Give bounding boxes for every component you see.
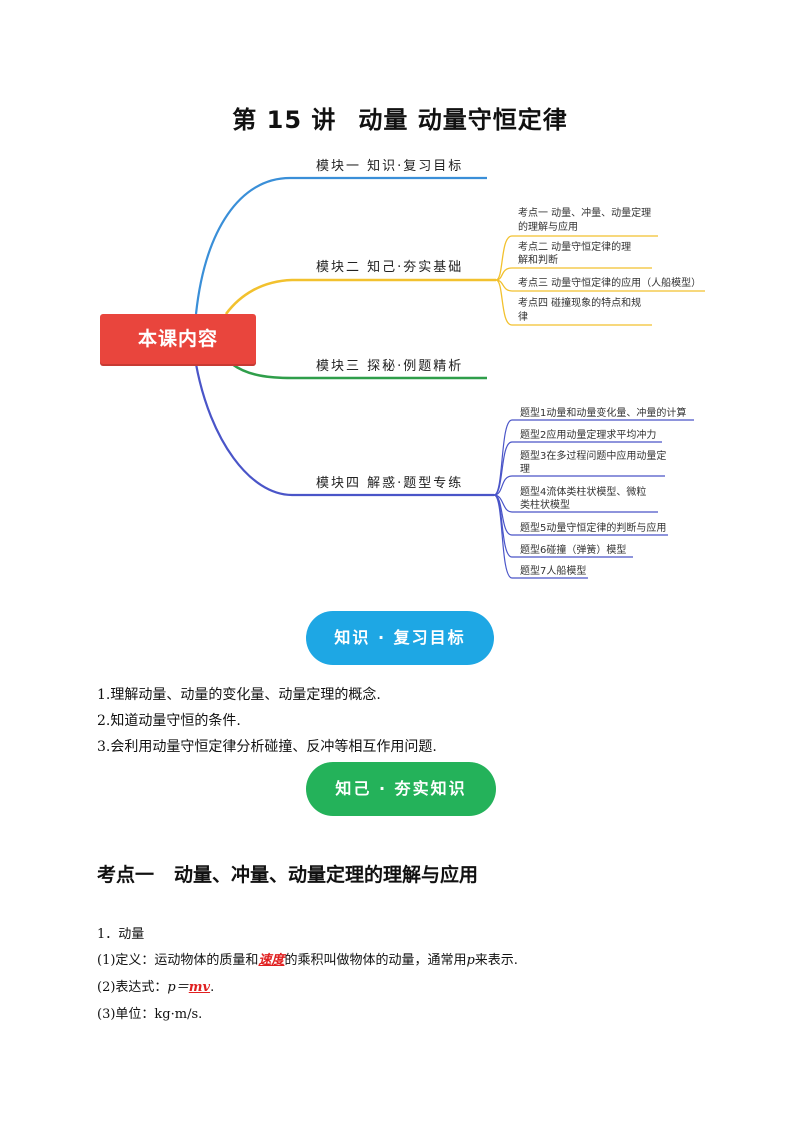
title-lecture: 第 15 讲: [232, 106, 337, 134]
branch-line-4: [194, 363, 494, 497]
branch4-subtree: 题型1动量和动量变化量、冲量的计算 题型2应用动量定理求平均冲力 题型3在多过程…: [493, 406, 694, 579]
objective-item-2: 2.知道动量守恒的条件.: [97, 713, 241, 729]
branch4-item-3-line2: 理: [520, 463, 530, 475]
definition-prefix: (1)定义：运动物体的质量和: [97, 953, 259, 968]
title-topic: 动量 动量守恒定律: [358, 106, 568, 134]
branch-label-2: 模块二 知己·夯实基础: [316, 259, 463, 275]
branch2-item-1-line2: 的理解与应用: [518, 220, 578, 233]
branch-label-4: 模块四 解惑·题型专练: [316, 475, 463, 491]
branch2-item-4-line1: 考点四 碰撞现象的特点和规: [518, 296, 641, 309]
definition-suffix-a: 的乘积叫做物体的动量，通常用: [284, 953, 467, 968]
expression-lhs: p＝: [167, 980, 189, 995]
expression-rhs: mv: [188, 980, 211, 995]
mindmap-root: 本课内容: [100, 314, 256, 364]
branch-line-2: [224, 278, 496, 315]
branch-label-3: 模块三 探秘·例题精析: [316, 359, 463, 374]
branch2-item-1-line1: 考点一 动量、冲量、动量定理: [518, 206, 651, 219]
branch2-subtree: 考点一 动量、冲量、动量定理 的理解与应用 考点二 动量守恒定律的理 解和判断 …: [495, 206, 705, 326]
expression-end: .: [210, 980, 215, 995]
definition-highlight: 速度: [258, 953, 285, 968]
item-title: 1．动量: [97, 927, 145, 942]
branch4-item-2: 题型2应用动量定理求平均冲力: [520, 428, 656, 441]
branch-line-1: [194, 176, 487, 315]
page-title: 第 15 讲动量 动量守恒定律: [0, 100, 800, 135]
branch2-item-3: 考点三 动量守恒定律的应用（人船模型）: [518, 276, 701, 289]
branch-label-1: 模块一 知识·复习目标: [316, 158, 463, 174]
branch4-item-7: 题型7人船模型: [520, 564, 586, 577]
branch4-item-1: 题型1动量和动量变化量、冲量的计算: [520, 406, 686, 419]
expression-prefix: (2)表达式：: [97, 980, 168, 995]
branch2-item-4-line2: 律: [518, 310, 528, 323]
mind-map: 模块一 知识·复习目标 模块二 知己·夯实基础 模块三 探秘·例题精析 模块四 …: [194, 158, 705, 579]
section-heading-number: 考点一: [97, 864, 155, 886]
branch4-item-6: 题型6碰撞（弹簧）模型: [520, 543, 626, 556]
section-heading: 考点一动量、冲量、动量定理的理解与应用: [97, 860, 478, 887]
objective-item-1: 1.理解动量、动量的变化量、动量定理的概念.: [97, 687, 381, 703]
branch2-item-2-line2: 解和判断: [518, 253, 558, 266]
section-heading-title: 动量、冲量、动量定理的理解与应用: [174, 864, 479, 886]
unit-line: (3)单位：kg·m/s.: [97, 1007, 203, 1022]
branch-line-3: [231, 362, 487, 380]
objectives-banner: 知识 · 复习目标: [306, 611, 494, 665]
expression-line: (2)表达式：p＝mv.: [97, 976, 214, 995]
basics-banner: 知己 · 夯实知识: [306, 762, 496, 816]
branch4-item-3-line1: 题型3在多过程问题中应用动量定: [520, 449, 666, 462]
definition-variable: p: [466, 953, 475, 968]
branch4-item-5: 题型5动量守恒定律的判断与应用: [520, 521, 666, 534]
branch4-item-4-line1: 题型4流体类柱状模型、微粒: [520, 485, 646, 498]
objective-item-3: 3.会利用动量守恒定律分析碰撞、反冲等相互作用问题.: [97, 739, 437, 755]
branch4-item-4-line2: 类柱状模型: [520, 498, 570, 511]
definition-line: (1)定义：运动物体的质量和速度的乘积叫做物体的动量，通常用p来表示.: [97, 949, 518, 968]
definition-suffix-b: 来表示.: [474, 953, 518, 968]
branch2-item-2-line1: 考点二 动量守恒定律的理: [518, 240, 631, 253]
